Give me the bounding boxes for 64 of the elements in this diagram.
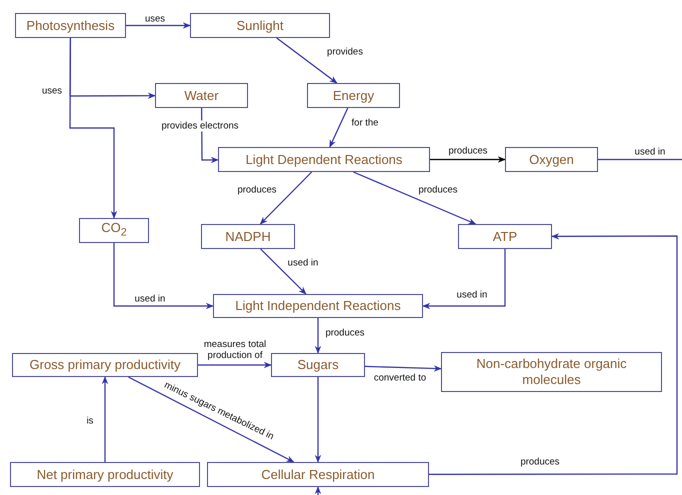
edge-label: produces <box>236 184 278 196</box>
concept-label: Water <box>184 88 219 104</box>
concept-box <box>213 294 423 318</box>
concept-label: Non-carbohydrate organic molecules <box>475 356 628 388</box>
concept-box <box>201 224 295 249</box>
arrow <box>102 376 108 462</box>
arrow <box>113 243 214 310</box>
concept-label: Sunlight <box>236 18 284 34</box>
edge-label: for the <box>350 118 380 128</box>
arrow <box>314 486 322 495</box>
concept-box <box>79 218 149 243</box>
arrow <box>198 362 272 368</box>
concept-box <box>10 462 200 487</box>
edge-label: produces <box>324 328 366 338</box>
concept-label: Sugars <box>297 357 339 373</box>
arrow <box>364 365 442 372</box>
concept-label: Net primary productivity <box>36 466 174 482</box>
concept-box <box>12 353 198 377</box>
arrow <box>276 38 338 84</box>
concept-label: NADPH <box>225 228 271 244</box>
arrow <box>260 172 312 225</box>
edge-label: used in <box>286 258 320 268</box>
concept-label: ATP <box>492 228 518 244</box>
concept-label: Energy <box>332 88 374 104</box>
arrow <box>353 171 476 225</box>
arrow <box>260 248 306 295</box>
edge-label: used in <box>634 146 666 158</box>
edge-label: produces <box>447 146 489 156</box>
concept-box <box>505 147 598 172</box>
concept-label: Oxygen <box>529 152 574 168</box>
concept-label: Light Dependent Reactions <box>246 152 402 168</box>
concept-box <box>441 352 662 392</box>
edge-label: provides electrons <box>160 120 240 132</box>
concept-label: Light Independent Reactions <box>235 298 401 314</box>
arrow <box>126 22 191 29</box>
edge-label: uses <box>144 14 166 24</box>
concept-box <box>307 83 400 108</box>
edge-label: produces <box>417 184 459 196</box>
arrow <box>69 38 118 219</box>
arrow <box>429 233 678 475</box>
concept-label: Gross primary productivity <box>30 357 180 373</box>
concept-box <box>190 13 330 38</box>
edge-label: converted to <box>372 372 428 384</box>
edge-label: is <box>86 416 94 426</box>
concept-box <box>207 462 429 487</box>
arrow <box>422 249 506 310</box>
edge-label: used in <box>134 294 166 304</box>
concept-label: Cellular Respiration <box>261 466 375 482</box>
arrow <box>128 376 294 463</box>
edge-label: produces <box>519 456 561 468</box>
arrow <box>329 108 348 148</box>
arrow <box>314 318 322 354</box>
arrow <box>430 156 506 163</box>
concept-box <box>218 147 430 172</box>
concept-label: Photosynthesis <box>26 18 115 34</box>
concept-box <box>155 83 248 108</box>
edge-label: uses <box>40 86 64 96</box>
concept-box <box>271 353 365 377</box>
edge-label: used in <box>456 290 488 300</box>
arrow <box>314 377 322 463</box>
concept-label: CO$_{2}$ <box>101 220 127 241</box>
concept-box <box>15 13 126 38</box>
edge-label: provides <box>326 46 364 58</box>
concept-box <box>458 224 552 249</box>
